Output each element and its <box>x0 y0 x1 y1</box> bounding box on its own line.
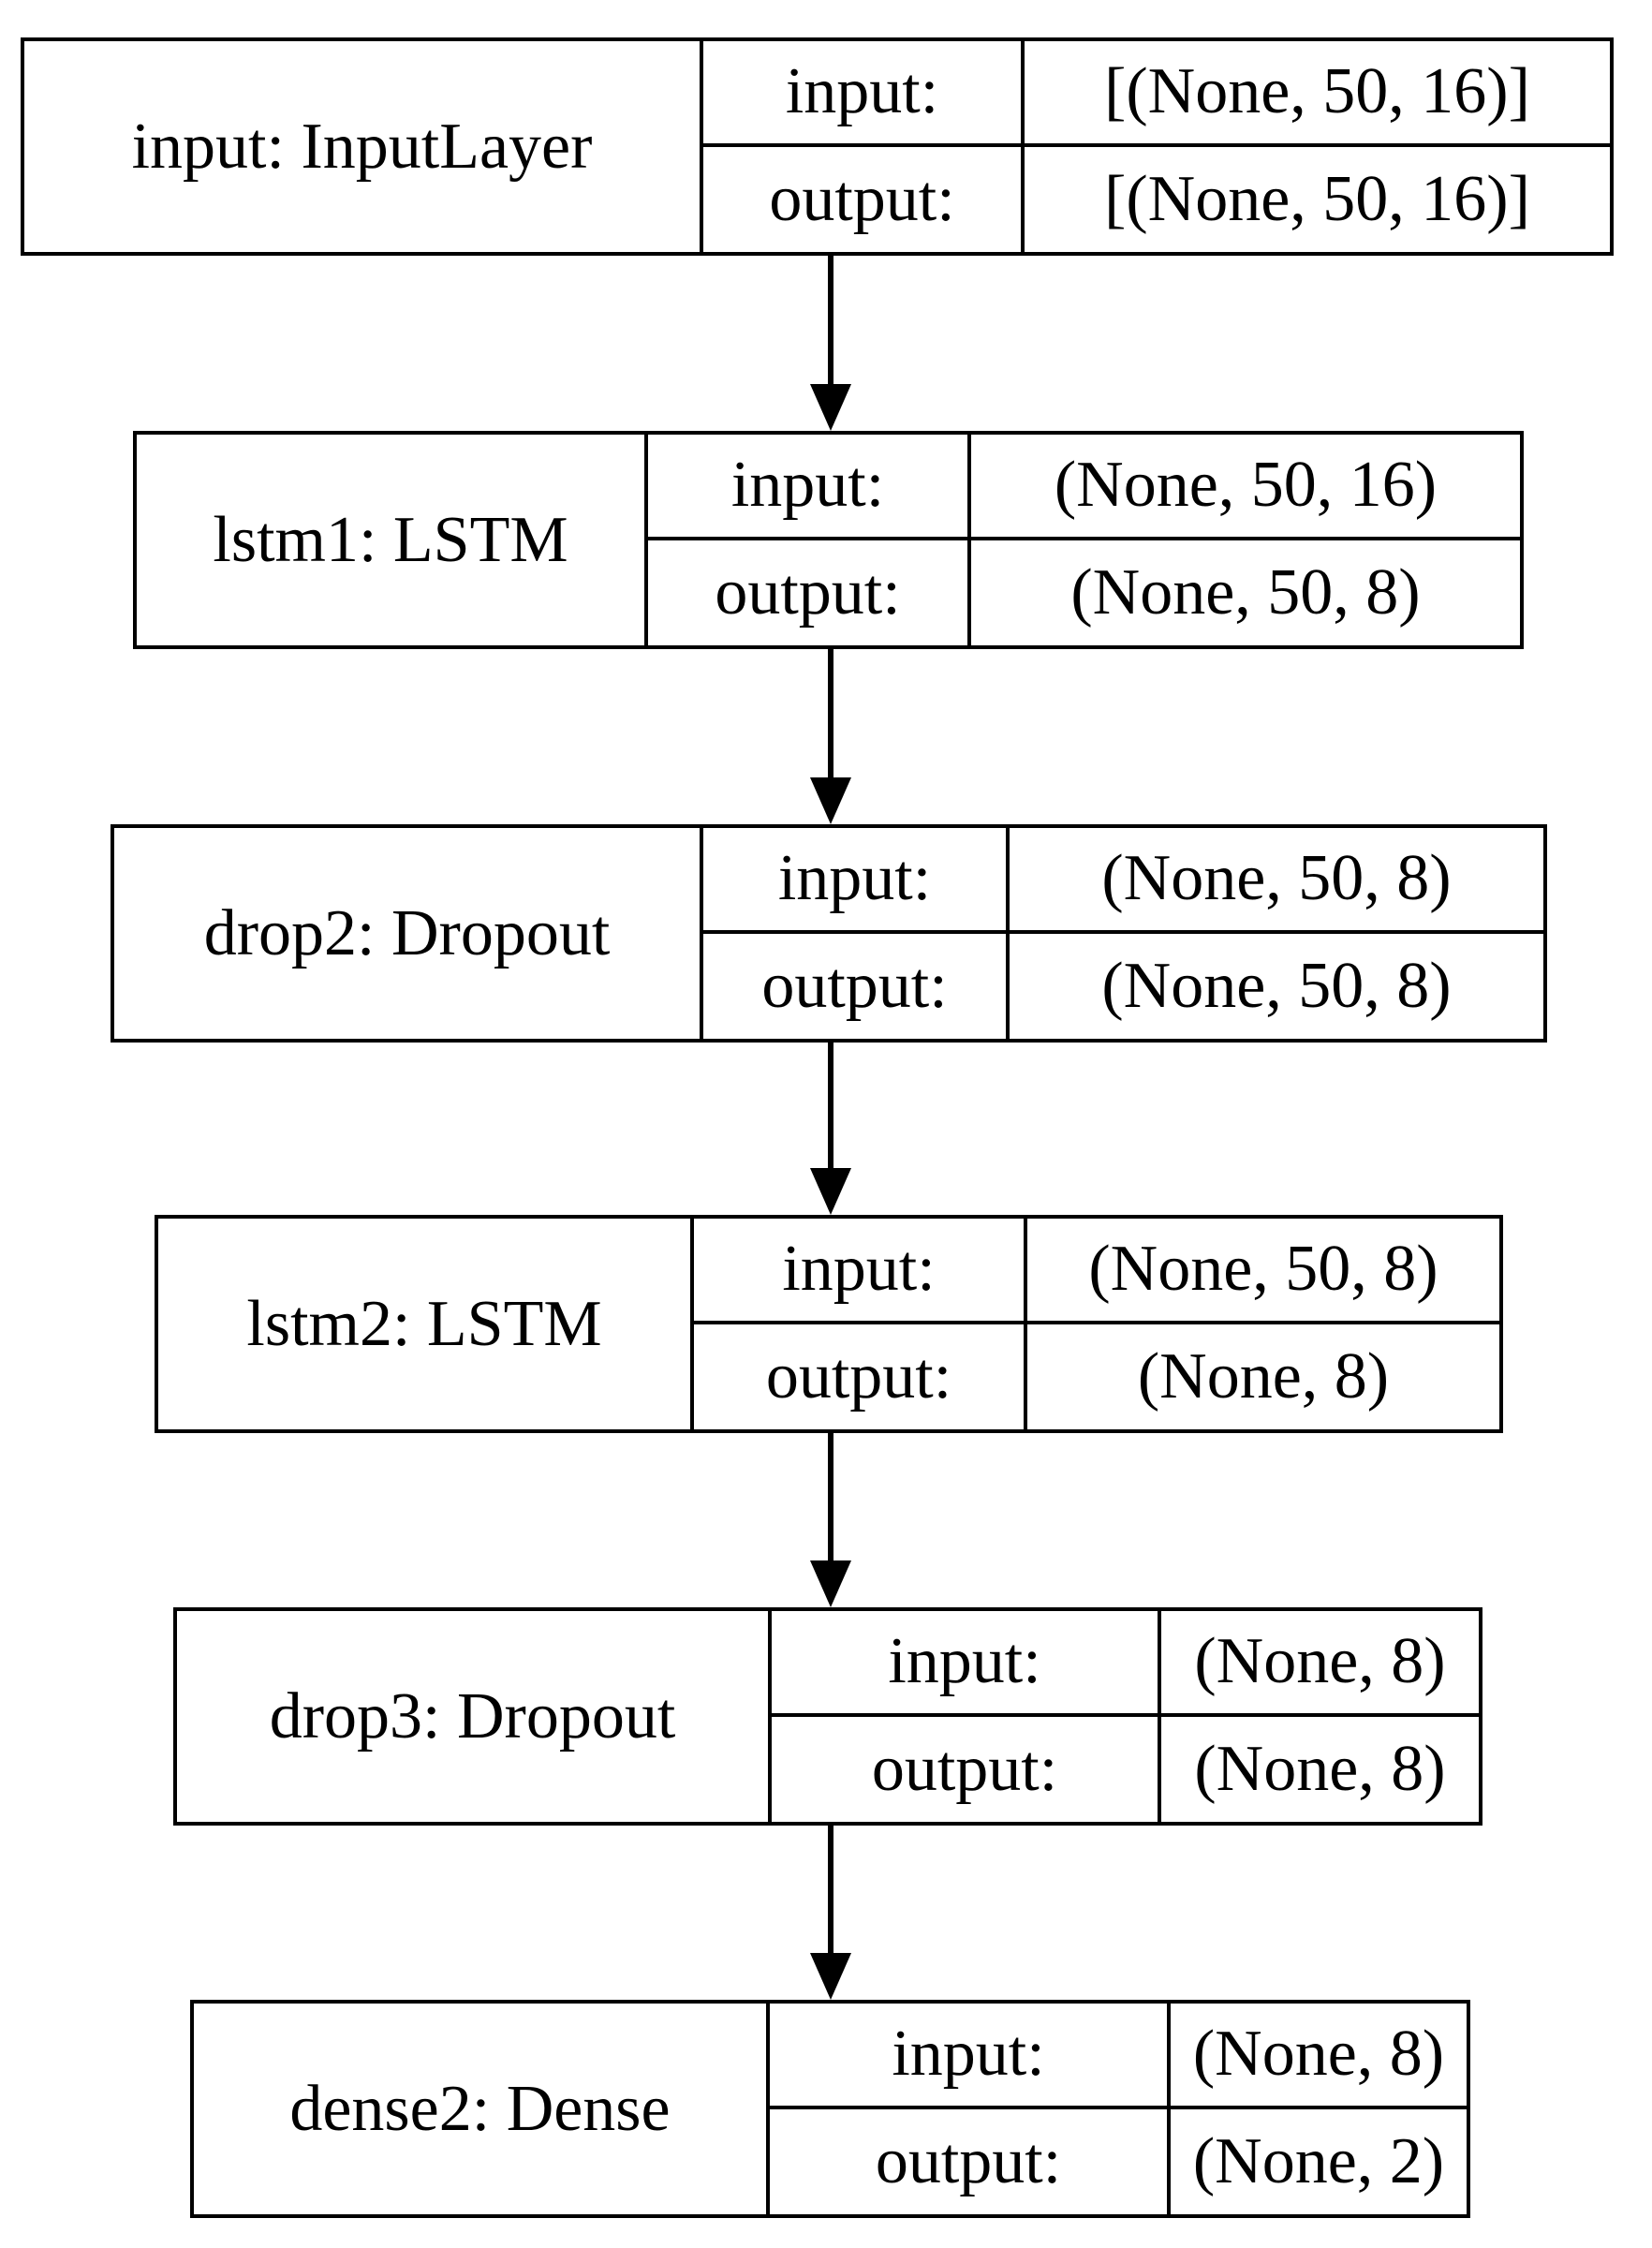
down-arrow-icon <box>810 649 851 824</box>
node-lstm2: lstm2: LSTM input: (None, 50, 8) output:… <box>155 1215 1503 1433</box>
input-label: input: <box>703 41 1025 147</box>
layer-name: dense2: Dense <box>194 2004 770 2214</box>
output-shape: [(None, 50, 16)] <box>1104 162 1530 235</box>
output-label: output: <box>703 933 1010 1039</box>
input-shape: (None, 50, 8) <box>1010 828 1543 934</box>
output-label: output: <box>703 146 1025 252</box>
input-label: input: <box>770 2004 1171 2109</box>
node-drop2: drop2: Dropout input: (None, 50, 8) outp… <box>111 824 1547 1043</box>
input-shape: (None, 8) <box>1161 1611 1479 1717</box>
down-arrow-icon <box>810 1043 851 1215</box>
layer-name: lstm1: LSTM <box>137 435 648 645</box>
layer-name: drop3: Dropout <box>177 1611 772 1822</box>
input-label: input: <box>694 1219 1027 1324</box>
input-shape: (None, 50, 8) <box>1027 1219 1499 1324</box>
down-arrow-icon <box>810 256 851 431</box>
output-shape: (None, 2) <box>1192 2124 1445 2197</box>
layer-name: drop2: Dropout <box>114 828 703 1039</box>
output-shape: (None, 50, 8) <box>1070 555 1421 629</box>
layer-name: lstm2: LSTM <box>158 1219 694 1429</box>
down-arrow-connector <box>804 1043 857 1215</box>
down-arrow-connector <box>804 1433 857 1607</box>
output-shape: (None, 8) <box>1194 1732 1446 1805</box>
layer-name: input: InputLayer <box>24 41 703 252</box>
output-label: output: <box>694 1324 1027 1429</box>
input-label: input: <box>648 435 971 540</box>
output-label: output: <box>772 1716 1161 1822</box>
output-shape: (None, 50, 8) <box>1101 949 1452 1022</box>
input-shape: (None, 8) <box>1171 2004 1467 2109</box>
down-arrow-connector <box>804 1826 857 2000</box>
input-label: input: <box>703 828 1010 934</box>
node-input-layer: input: InputLayer input: [(None, 50, 16)… <box>21 37 1614 256</box>
node-dense2: dense2: Dense input: (None, 8) output: (… <box>190 2000 1470 2218</box>
output-label: output: <box>770 2108 1171 2214</box>
output-label: output: <box>648 540 971 645</box>
down-arrow-icon <box>810 1433 851 1607</box>
down-arrow-icon <box>810 1826 851 2000</box>
node-lstm1: lstm1: LSTM input: (None, 50, 16) output… <box>133 431 1524 649</box>
input-label: input: <box>772 1611 1161 1717</box>
input-shape: (None, 50, 16) <box>971 435 1520 540</box>
node-drop3: drop3: Dropout input: (None, 8) output: … <box>173 1607 1482 1826</box>
down-arrow-connector <box>804 256 857 431</box>
input-shape: [(None, 50, 16)] <box>1025 41 1610 147</box>
down-arrow-connector <box>804 649 857 824</box>
output-shape: (None, 8) <box>1137 1339 1390 1412</box>
